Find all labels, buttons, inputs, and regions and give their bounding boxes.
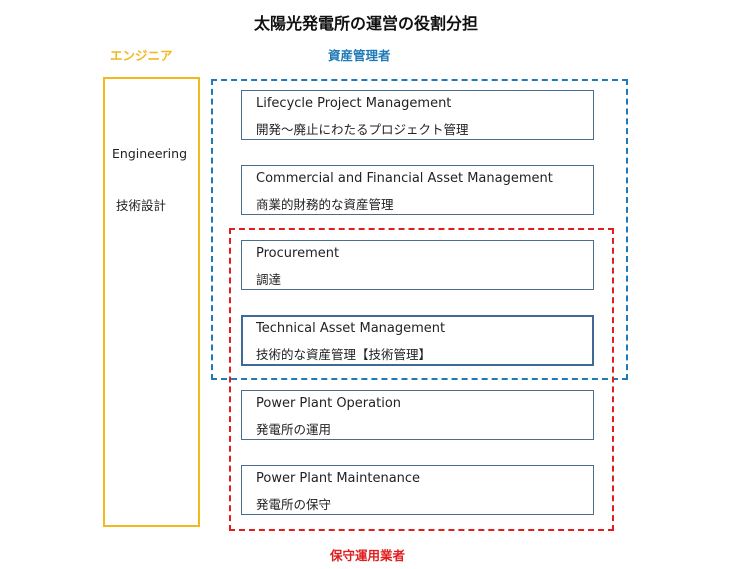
asset-manager-group-outline: [211, 79, 628, 380]
role-title-en: Power Plant Operation: [256, 396, 402, 411]
role-title-ja: 発電所の保守: [256, 497, 332, 512]
role-title-en: Power Plant Maintenance: [256, 471, 421, 486]
role-title-en: Procurement: [256, 246, 340, 261]
engineer-group-box: [103, 77, 200, 527]
diagram-title: 太陽光発電所の運営の役割分担: [253, 14, 478, 33]
role-title-en: Technical Asset Management: [256, 321, 446, 336]
role-title-ja: 開発～廃止にわたるプロジェクト管理: [256, 122, 469, 137]
engineering-label-en: Engineering: [112, 146, 187, 161]
role-title-ja: 発電所の運用: [256, 422, 332, 437]
role-lifecycle-project-management: Lifecycle Project Management 開発～廃止にわたるプロ…: [241, 90, 594, 140]
om-operator-group-label: 保守運用業者: [330, 548, 406, 563]
role-procurement: Procurement 調達: [241, 240, 594, 290]
role-title-en: Lifecycle Project Management: [256, 96, 452, 111]
asset-manager-group-label: 資産管理者: [328, 48, 391, 63]
role-power-plant-operation: Power Plant Operation 発電所の運用: [241, 390, 594, 440]
role-commercial-financial-asset-management: Commercial and Financial Asset Managemen…: [241, 165, 594, 215]
role-power-plant-maintenance: Power Plant Maintenance 発電所の保守: [241, 465, 594, 515]
role-title-en: Commercial and Financial Asset Managemen…: [256, 171, 553, 186]
role-title-ja: 技術的な資産管理【技術管理】: [256, 347, 432, 362]
role-title-ja: 調達: [256, 272, 282, 287]
role-title-ja: 商業的財務的な資産管理: [256, 197, 394, 212]
om-operator-group-outline: [229, 228, 614, 531]
engineer-group-label: エンジニア: [110, 48, 173, 63]
engineering-label-ja: 技術設計: [116, 198, 167, 213]
role-technical-asset-management: Technical Asset Management 技術的な資産管理【技術管理…: [241, 315, 594, 366]
